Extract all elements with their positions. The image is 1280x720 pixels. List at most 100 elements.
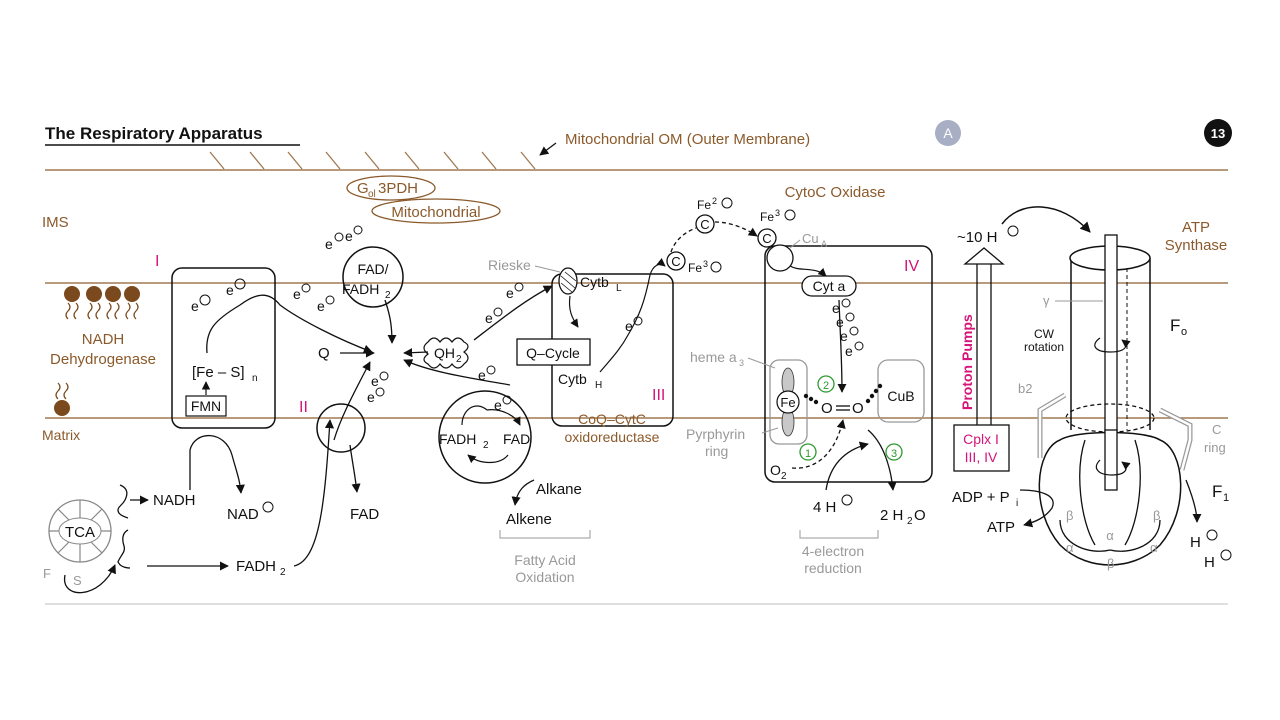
heme-sub: 3 <box>739 358 744 368</box>
fatty-acid-caption-2: Oxidation <box>515 569 574 585</box>
svg-text:e: e <box>367 389 375 405</box>
o2-label: O <box>770 462 781 478</box>
tca-s-label: S <box>73 573 82 588</box>
cua-sub: A <box>821 239 827 249</box>
ims-label: IMS <box>42 214 69 231</box>
fa-fadh2-label: FADH <box>439 431 476 447</box>
protons-label: 4 H <box>813 499 836 516</box>
nadh-dehydrogenase-label-1: NADH <box>82 331 125 348</box>
complex-1-electron-2: e <box>226 282 234 298</box>
alkane-label: Alkane <box>536 481 582 498</box>
step-1: 1 <box>805 448 811 460</box>
svg-text:e: e <box>845 343 853 359</box>
c-ring-label-2: ring <box>1204 440 1226 455</box>
complex-4-roman: IV <box>904 258 919 275</box>
fes-sub: n <box>252 373 258 384</box>
oxygen-right: O <box>852 400 864 417</box>
atp-synthase-title-2: Synthase <box>1165 237 1228 254</box>
slide-number-badge <box>1204 119 1232 147</box>
f1-sub: 1 <box>1223 492 1229 504</box>
proton-count: ~10 H <box>957 229 997 246</box>
step-2: 2 <box>823 380 829 392</box>
nadh-dehydrogenase-label-2: Dehydrogenase <box>50 351 156 368</box>
proton-pumps: ~10 H Proton Pumps Cplx I III, IV <box>953 206 1091 472</box>
qh2-sub: 2 <box>456 354 462 365</box>
fmn-label: FMN <box>191 398 221 414</box>
svg-text:β: β <box>1066 508 1073 523</box>
svg-text:3: 3 <box>703 259 708 269</box>
outer-membrane <box>45 151 1228 171</box>
svg-text:α: α <box>1066 540 1074 555</box>
heme-label: heme a <box>690 349 737 365</box>
svg-text:C: C <box>671 254 680 269</box>
cytbh-label: Cytb <box>558 371 587 387</box>
cplx-label-1: Cplx I <box>963 431 999 447</box>
svg-text:2: 2 <box>712 196 717 206</box>
cytbl-sub: L <box>616 283 622 294</box>
svg-text:H: H <box>1204 554 1215 571</box>
q-label: Q <box>318 345 330 362</box>
svg-text:Fe: Fe <box>760 210 774 224</box>
svg-text:e: e <box>325 236 333 252</box>
complex-3-name-2: oxidoreductase <box>565 429 660 445</box>
o2-sub: 2 <box>781 471 787 482</box>
water-sub: 2 <box>907 516 913 527</box>
svg-text:e: e <box>485 310 493 326</box>
fadh2-sub: 2 <box>385 290 391 301</box>
b2-label: b2 <box>1018 381 1032 396</box>
svg-text:Fe: Fe <box>688 261 702 275</box>
svg-text:e: e <box>371 373 379 389</box>
atp-synthase-title-1: ATP <box>1182 219 1210 236</box>
svg-text:C: C <box>762 231 771 246</box>
fad-label: FAD/ <box>357 261 388 277</box>
svg-text:β: β <box>1153 508 1160 523</box>
gol3pdh-sub: ol <box>368 189 376 200</box>
cytbl-label: Cytb <box>580 274 609 290</box>
pyrphyrin-label-1: Pyrphyrin <box>686 426 745 442</box>
c-ring-label-1: C <box>1212 422 1221 437</box>
lipid-bilayer-icon <box>54 286 140 416</box>
svg-text:Fe: Fe <box>697 198 711 212</box>
slide-number: 13 <box>1211 126 1225 141</box>
rieske-label: Rieske <box>488 257 531 273</box>
cytoc-oxidase-title: CytoC Oxidase <box>785 184 886 201</box>
svg-text:H: H <box>1190 534 1201 551</box>
tca-fadh2-sub: 2 <box>280 567 286 578</box>
cua-label: Cu <box>802 231 819 246</box>
svg-text:e: e <box>832 300 840 316</box>
svg-text:3: 3 <box>775 208 780 218</box>
cplx-label-2: III, IV <box>965 449 998 465</box>
svg-text:α: α <box>1150 540 1158 555</box>
fatty-acid-caption-1: Fatty Acid <box>514 552 575 568</box>
svg-text:e: e <box>840 328 848 344</box>
outer-membrane-label: Mitochondrial OM (Outer Membrane) <box>565 131 810 148</box>
complex-3-name-1: CoQ–CytC <box>578 411 646 427</box>
complex-1-electron-1: e <box>191 298 199 314</box>
gol3pdh: G ol 3PDH Mitochondrial FAD/ FADH 2 <box>342 175 501 344</box>
mitochondrial-label: Mitochondrial <box>391 204 480 221</box>
step-3: 3 <box>891 448 897 460</box>
gol3pdh-prefix: G <box>357 180 369 197</box>
reduction-caption-2: reduction <box>804 560 862 576</box>
fatty-acid-oxidation: FADH 2 FAD Alkane Alkene Fatty Acid Oxid… <box>403 359 591 585</box>
tca-fad-label: FAD <box>350 506 379 523</box>
complex-2-roman: II <box>299 399 308 416</box>
cub-label: CuB <box>887 388 914 404</box>
complex-3-roman: III <box>652 387 665 404</box>
complex-1-roman: I <box>155 253 159 270</box>
svg-text:α: α <box>1106 528 1114 543</box>
adp-sub: i <box>1016 498 1018 509</box>
svg-text:e: e <box>506 285 514 301</box>
nad-label: NAD <box>227 506 259 523</box>
slide-letter: A <box>943 125 953 141</box>
fa-fadh2-sub: 2 <box>483 440 489 451</box>
fe-label: Fe <box>780 395 795 410</box>
cw-label-2: rotation <box>1024 340 1064 354</box>
tca-fadh2-label: FADH <box>236 558 276 575</box>
svg-text:e: e <box>625 318 633 334</box>
tca-label: TCA <box>65 524 95 541</box>
fadh2-label: FADH <box>342 281 379 297</box>
svg-text:e: e <box>478 367 486 383</box>
slide-letter-badge <box>935 120 961 146</box>
complex-3: III Rieske Cytb L Q–Cycle Cytb H CoQ–Cyt… <box>488 257 674 445</box>
